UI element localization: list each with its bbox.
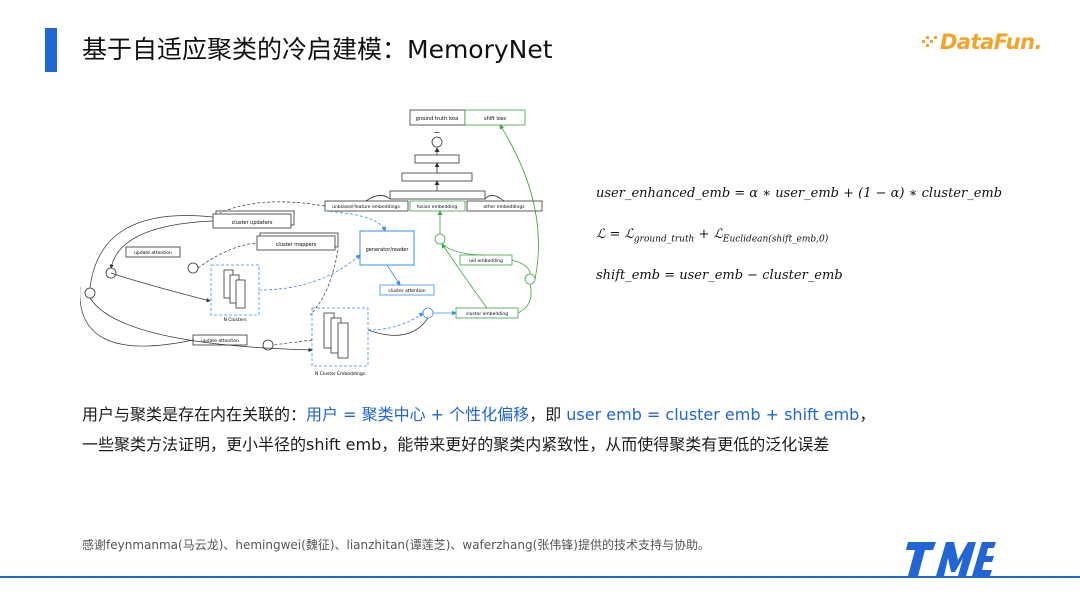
n-clusters-label: N Clusters <box>223 317 247 323</box>
node-update-bottom <box>262 339 274 351</box>
ground-truth-loss-label: ground truth loss <box>416 116 459 122</box>
explanation-line-1: 用户与聚类是存在内在关联的：用户 = 聚类中心 + 个性化偏移，即 user e… <box>82 400 1062 430</box>
cluster-embedding-label: cluster embedding <box>466 311 508 317</box>
line1-equation: user emb = cluster emb + shift emb <box>566 405 860 424</box>
fusion-embedding-box: fusion embedding <box>409 200 466 212</box>
footer-divider <box>0 576 1080 578</box>
formula-shift-emb: shift_emb = user_emb − cluster_emb <box>596 268 843 283</box>
generator-reader-box: generator/reader <box>359 230 415 266</box>
node-shift <box>524 273 536 285</box>
cluster-updaters-box: cluster updaters <box>212 210 295 229</box>
formula-loss-sub1: ground_truth <box>633 234 695 245</box>
node-cluster-attention <box>422 307 434 319</box>
node-left <box>84 287 96 299</box>
line1-intro: 用户与聚类是存在内在关联的： <box>82 405 307 424</box>
line1-connector: ，即 <box>529 405 567 424</box>
cluster-mappers-label: cluster mappers <box>276 242 317 248</box>
uid-embedding-box: uid embedding <box>459 254 513 266</box>
logo-dots-icon <box>922 36 937 47</box>
output-node <box>431 136 443 148</box>
mlp-layer-1 <box>414 154 460 164</box>
formula-loss-sub2: Euclidean(shift_emb,0) <box>722 234 829 245</box>
cluster-attention-label: cluster attention <box>388 288 425 294</box>
unbiased-feature-embeddings-label: unbiased-feature embeddings <box>332 204 400 210</box>
cluster-embedding-box: cluster embedding <box>455 307 519 319</box>
shift-loss-box: shift loss <box>464 109 526 126</box>
other-embeddings-box: other embeddings <box>466 200 543 212</box>
formula-loss-main: ℒ = ℒ <box>596 227 634 242</box>
update-attention-bottom-label: update attention <box>201 338 239 344</box>
unbiased-feature-embeddings-box: unbiased-feature embeddings <box>324 200 409 212</box>
title-accent-bar <box>45 28 57 72</box>
explanation-line-2: 一些聚类方法证明，更小半径的shift emb，能带来更好的聚类内紧致性，从而使… <box>82 435 830 454</box>
datafun-logo: DataFun. <box>922 26 1043 58</box>
n-clusters-group: N Clusters <box>210 264 260 323</box>
explanation-text: 用户与聚类是存在内在关联的：用户 = 聚类中心 + 个性化偏移，即 user e… <box>82 400 1062 460</box>
shift-loss-label: shift loss <box>484 116 506 122</box>
mlp-layer-3 <box>389 190 486 200</box>
update-attention-top-label: update attention <box>134 250 172 256</box>
formula-user-enhanced-emb: user_enhanced_emb = α ∗ user_emb + (1 − … <box>596 186 1003 201</box>
logo-text: DataFun. <box>940 30 1043 54</box>
n-cluster-embeddings-group: N Cluster Embeddings <box>311 307 369 377</box>
tme-logo-icon <box>906 542 996 576</box>
line1-highlight: 用户 = 聚类中心 + 个性化偏移 <box>306 405 530 424</box>
n-cluster-embeddings-label: N Cluster Embeddings <box>315 371 366 377</box>
cluster-attention-box: cluster attention <box>379 284 435 296</box>
cluster-updaters-label: cluster updaters <box>232 220 273 226</box>
fusion-embedding-label: fusion embedding <box>417 204 458 210</box>
other-embeddings-label: other embeddings <box>483 204 525 210</box>
update-attention-top-box: update attention <box>125 246 181 258</box>
uid-embedding-label: uid embedding <box>469 258 503 264</box>
generator-reader-label: generator/reader <box>366 247 410 253</box>
cluster-mappers-box: cluster mappers <box>256 232 339 251</box>
tilde-symbol: ~ <box>434 128 441 137</box>
acknowledgement-note: 感谢feynmanma(马云龙)、hemingwei(魏征)、lianzhita… <box>82 538 710 552</box>
line1-end: ， <box>859 405 876 424</box>
node-clusters <box>187 262 199 274</box>
page-title: 基于自适应聚类的冷启建模：MemoryNet <box>82 35 553 64</box>
ground-truth-loss-box: ground truth loss <box>409 109 466 126</box>
node-fusion <box>434 233 446 245</box>
memorynet-diagram: ground truth loss shift loss ~ unbiased-… <box>80 109 543 377</box>
formula-loss-mid: + ℒ <box>694 227 723 242</box>
mlp-layer-2 <box>401 172 473 182</box>
formula-loss: ℒ = ℒground_truth + ℒEuclidean(shift_emb… <box>596 227 828 245</box>
update-attention-bottom-box: update attention <box>192 334 248 346</box>
